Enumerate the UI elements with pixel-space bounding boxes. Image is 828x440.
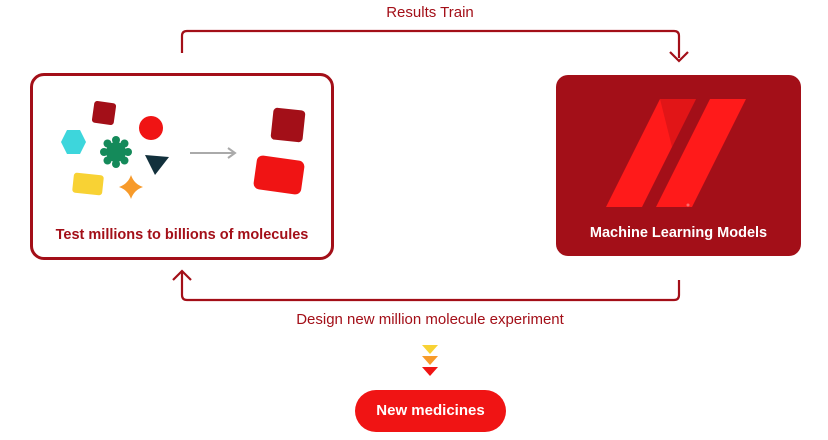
- results-train-arrowhead: [669, 51, 689, 63]
- ml-models-label: Machine Learning Models: [589, 225, 768, 241]
- down-chevrons-icon: [422, 345, 438, 376]
- selected-dark-red-molecule: [270, 107, 306, 143]
- results-train-label: Results Train: [386, 4, 474, 21]
- cyan-hexagon-molecule: [61, 130, 86, 154]
- test-molecules-label: Test millions to billions of molecules: [55, 227, 309, 243]
- design-experiment-label: Design new million molecule experiment: [296, 311, 564, 328]
- ml-logo-icon: [606, 99, 746, 207]
- test-molecules-box: Test millions to billions of molecules: [30, 73, 334, 260]
- orange-star-molecule: [119, 175, 143, 199]
- design-experiment-arrow: [180, 272, 681, 302]
- red-circle-molecule: [139, 116, 163, 140]
- green-gear-molecule: [100, 136, 132, 168]
- ml-models-box: Machine Learning Models: [556, 75, 801, 256]
- yellow-rect-molecule: [72, 172, 104, 196]
- selected-red-molecule: [253, 155, 305, 195]
- dark-red-square-molecule: [91, 100, 117, 126]
- molecule-shapes-illustration: [61, 100, 306, 199]
- transform-arrow-icon: [190, 147, 237, 159]
- design-experiment-arrowhead: [172, 269, 192, 281]
- results-train-arrow: [180, 29, 681, 58]
- navy-triangle-molecule: [145, 155, 169, 175]
- new-medicines-pill: New medicines: [355, 390, 506, 432]
